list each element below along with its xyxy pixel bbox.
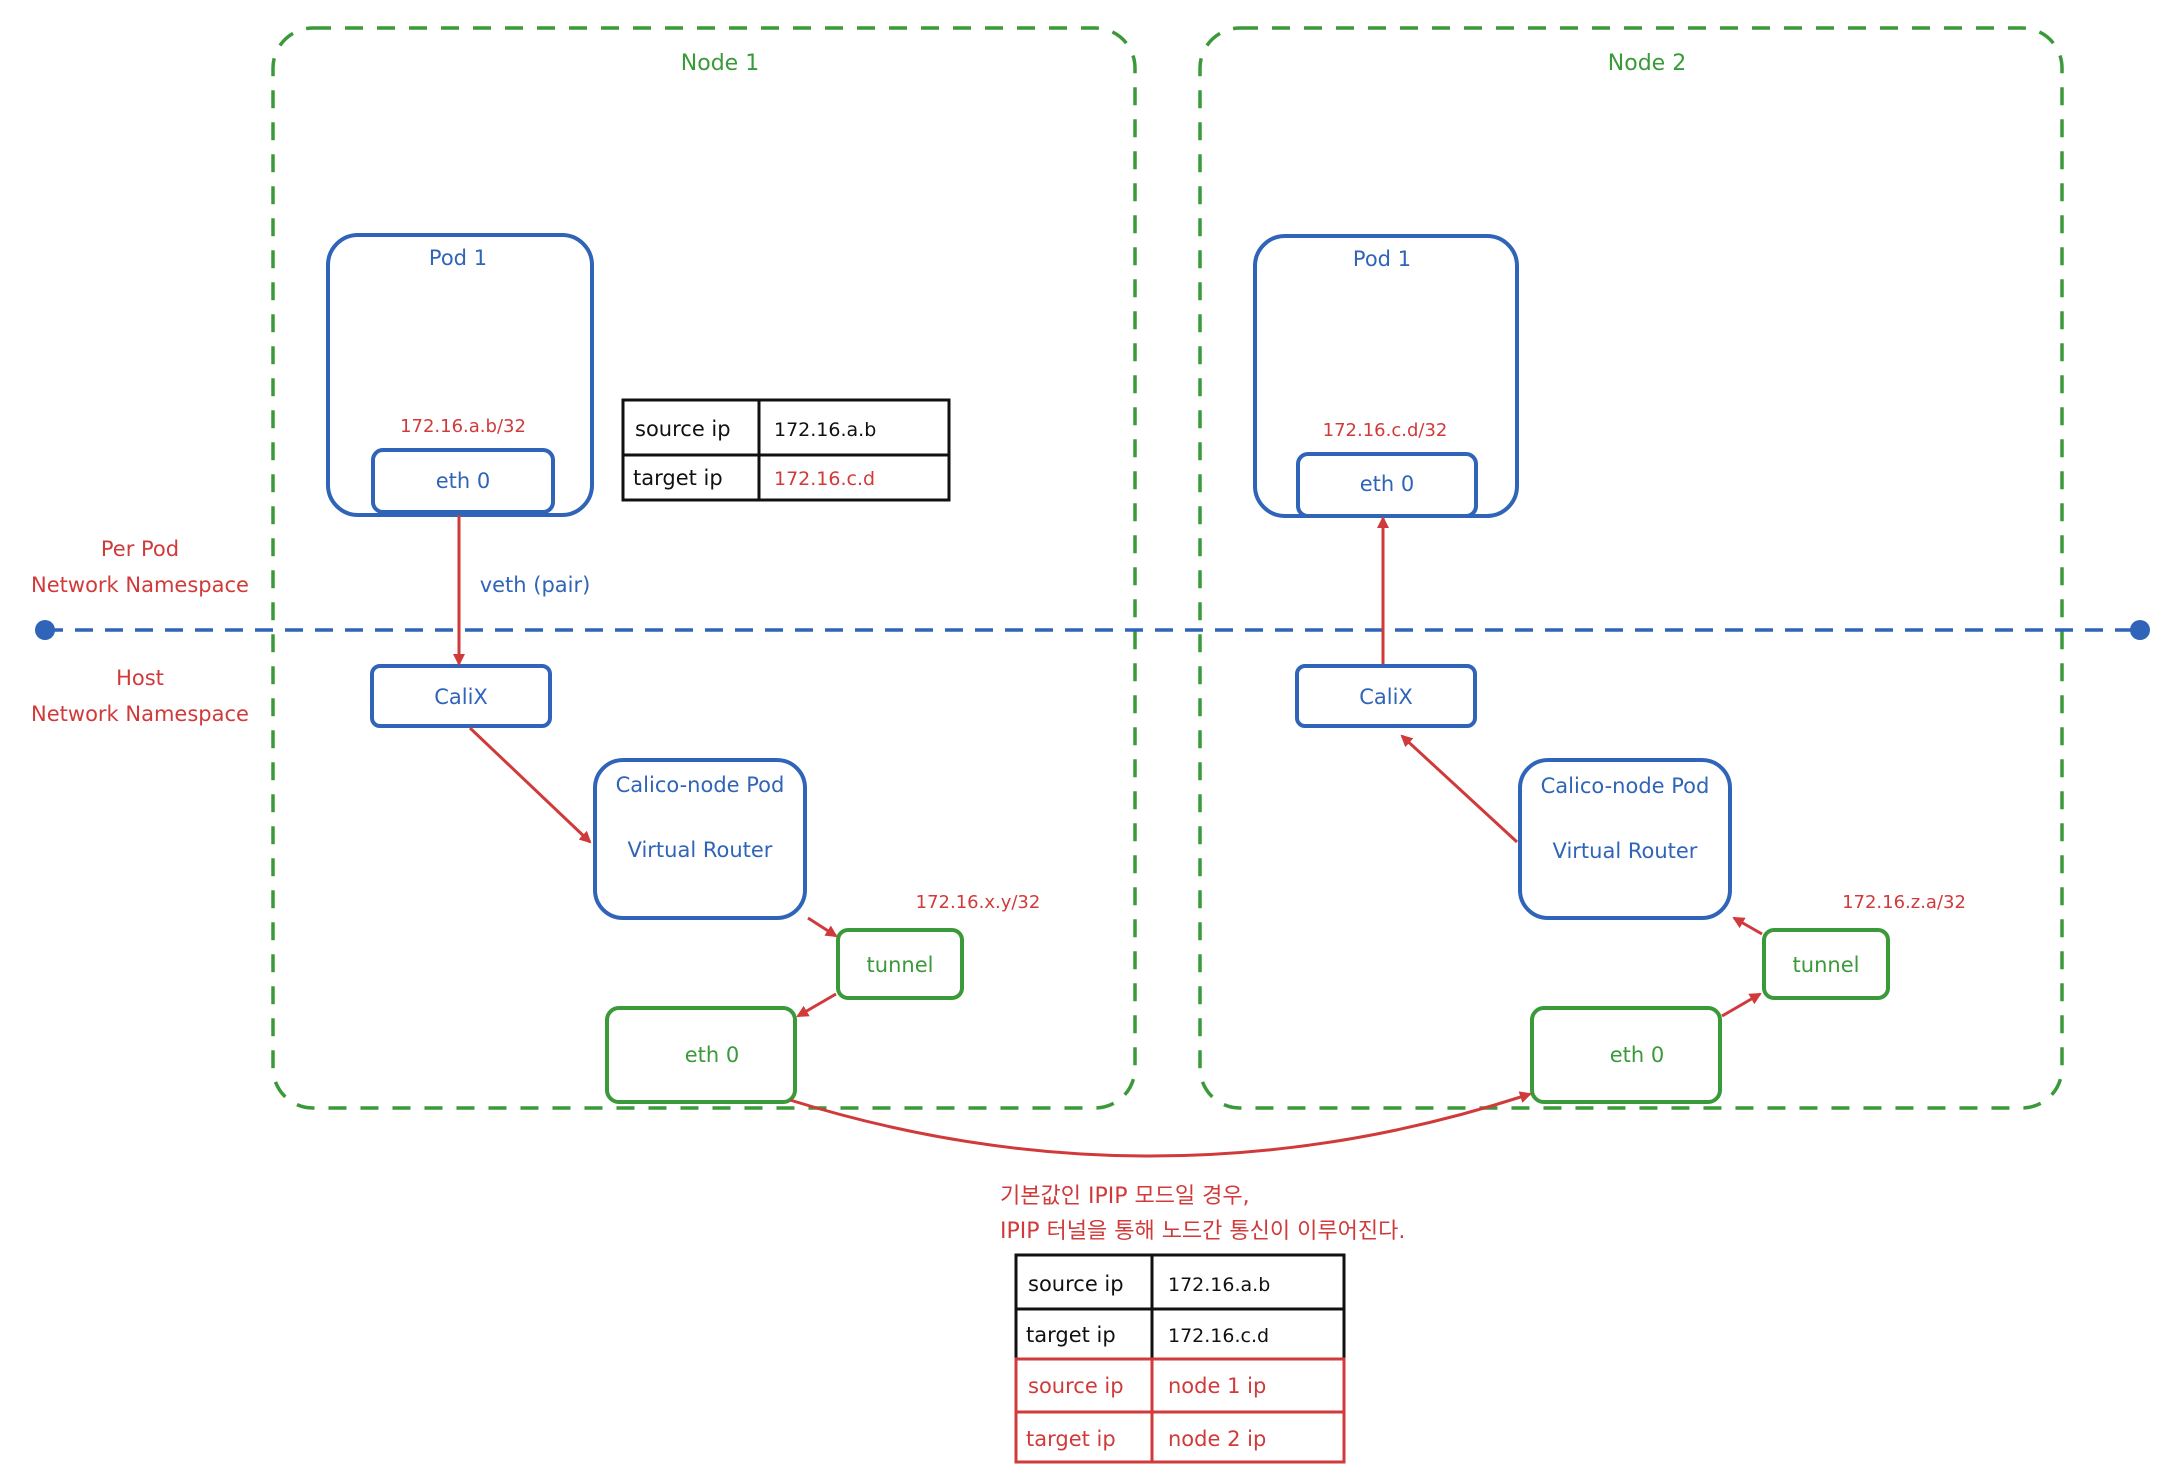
node2-arrow-router-to-cali [1400, 734, 1519, 844]
table-bottom-row3-key: source ip [1028, 1374, 1124, 1398]
node2-pod-ip: 172.16.c.d/32 [1323, 420, 1448, 441]
node2-cali-label: CaliX [1359, 685, 1413, 709]
table-top: source ip 172.16.a.b target ip 172.16.c.… [621, 398, 951, 502]
node2-tunnel-box [1762, 928, 1890, 1000]
node1-router-box [593, 758, 807, 920]
node1-pod-title: Pod 1 [429, 246, 487, 270]
table-bottom-row1-value: 172.16.a.b [1168, 1274, 1270, 1296]
node2-host-eth-label: eth 0 [1610, 1043, 1665, 1067]
node2-pod-eth-label: eth 0 [1360, 472, 1415, 496]
node1-arrow-tunnel-to-eth [796, 992, 837, 1018]
node2-tunnel-label: tunnel [1793, 953, 1860, 977]
node2-arrow-tunnel-to-router [1732, 916, 1763, 936]
node1-pod-eth-label: eth 0 [436, 469, 491, 493]
node1-host-eth-box [605, 1006, 797, 1104]
node1-pod-eth-box [371, 448, 555, 514]
per-pod-label-line1: Per Pod [101, 537, 179, 561]
table-bottom-row4-value: node 2 ip [1168, 1427, 1266, 1451]
node1-title: Node 1 [681, 51, 759, 76]
node2-cali-box [1295, 664, 1477, 728]
node1-pod-ip: 172.16.a.b/32 [400, 416, 526, 437]
note-line1: 기본값인 IPIP 모드일 경우, [1000, 1184, 1250, 1209]
node1-router-line2: Virtual Router [628, 838, 773, 862]
node2-router-line2: Virtual Router [1553, 839, 1698, 863]
table-bottom-row1-key: source ip [1028, 1272, 1124, 1296]
per-pod-label-line2: Network Namespace [31, 573, 249, 597]
node2-host-eth-box [1530, 1006, 1722, 1104]
divider-left-dot [35, 620, 55, 640]
table-bottom-row3-value: node 1 ip [1168, 1374, 1266, 1398]
table-bottom-row2-key: target ip [1026, 1323, 1116, 1347]
node1-cali-label: CaliX [434, 685, 488, 709]
node1-veth-label: veth (pair) [480, 573, 591, 597]
host-label-line1: Host [116, 666, 164, 690]
divider-right-dot [2130, 620, 2150, 640]
node1-arrow-router-to-tunnel [807, 916, 838, 938]
note-line2: IPIP 터널을 통해 노드간 통신이 이루어진다. [1000, 1219, 1405, 1244]
node1-tunnel-box [836, 928, 964, 1000]
table-bottom-row4-key: target ip [1026, 1427, 1116, 1451]
node1-router-line1: Calico-node Pod [616, 773, 785, 797]
node2-container [1198, 26, 2064, 1110]
table-top-row1-value: 172.16.a.b [774, 419, 876, 441]
table-bottom: source ip 172.16.a.b target ip 172.16.c.… [1014, 1253, 1346, 1464]
table-top-row2-value: 172.16.c.d [774, 468, 875, 490]
node1-tunnel-label: tunnel [867, 953, 934, 977]
node1-tunnel-ip: 172.16.x.y/32 [916, 892, 1041, 913]
node1-arrow-cali-to-router [468, 726, 592, 844]
node1-cali-box [370, 664, 552, 728]
node2-tunnel-ip: 172.16.z.a/32 [1842, 892, 1966, 913]
node2-router-box [1518, 758, 1732, 920]
node2-title: Node 2 [1608, 51, 1686, 76]
node2-router-line1: Calico-node Pod [1541, 774, 1710, 798]
host-label-line2: Network Namespace [31, 702, 249, 726]
node2-pod-title: Pod 1 [1353, 247, 1411, 271]
node1-host-eth-label: eth 0 [685, 1043, 740, 1067]
inter-node-arrow [789, 1091, 1532, 1158]
table-bottom-row2-value: 172.16.c.d [1168, 1325, 1269, 1347]
node2-arrow-eth-to-tunnel [1721, 992, 1762, 1018]
node1-container [271, 26, 1137, 1110]
table-top-row1-key: source ip [635, 417, 731, 441]
table-top-row2-key: target ip [633, 466, 723, 490]
